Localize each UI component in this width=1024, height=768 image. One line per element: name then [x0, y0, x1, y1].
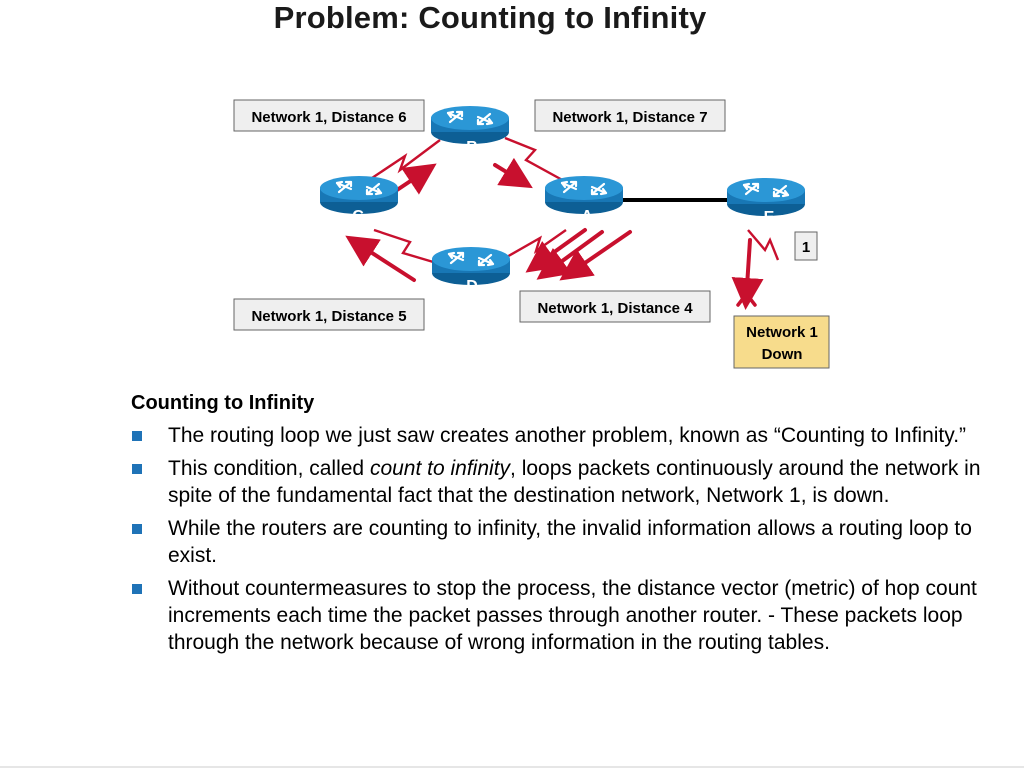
slide-title: Problem: Counting to Infinity [273, 0, 707, 35]
serial-link-c-b [371, 139, 441, 179]
bullet-text: Without countermeasures to stop the proc… [168, 577, 977, 654]
bullet-item: The routing loop we just saw creates ano… [131, 422, 1001, 449]
bullet-item: While the routers are counting to infini… [131, 515, 1001, 569]
square-bullet-icon [132, 464, 142, 474]
network-down-box [733, 315, 830, 369]
distance-box-b [233, 99, 425, 132]
distance-box-d [519, 290, 711, 323]
update-arrow-a-to-d-3 [559, 230, 632, 281]
link-metric-box [794, 231, 818, 261]
network-down-line1: Network 1 [746, 324, 818, 341]
bullet-list: The routing loop we just saw creates ano… [131, 422, 1001, 656]
slide-content: Counting to Infinity The routing loop we… [131, 390, 1001, 662]
router-d-label: D [466, 278, 478, 295]
square-bullet-icon [132, 431, 142, 441]
router-b-label: B [466, 139, 478, 156]
router-c-label: C [352, 208, 364, 225]
distance-label-top-right: Network 1, Distance 7 [552, 109, 707, 126]
link-metric-label: 1 [802, 239, 810, 256]
bottom-divider [0, 766, 1024, 768]
distance-label-b: Network 1, Distance 6 [251, 109, 406, 126]
update-arrow-d-to-c [345, 235, 416, 282]
square-bullet-icon [132, 584, 142, 594]
bullet-text-before: This condition, called [168, 457, 370, 480]
serial-link-c-d [373, 228, 441, 266]
distance-label-c: Network 1, Distance 5 [251, 308, 406, 325]
router-a-label: A [581, 208, 593, 225]
bullet-item: This condition, called count to infinity… [131, 455, 1001, 509]
section-heading: Counting to Infinity [131, 392, 315, 414]
bullet-emphasis: count to infinity [369, 457, 511, 480]
serial-link-b-a [504, 136, 567, 184]
distance-label-d: Network 1, Distance 4 [537, 300, 693, 317]
router-e-label: E [764, 209, 775, 226]
bullet-text-after: , loops packets continuously around the … [168, 457, 981, 507]
broken-link-x-icon-stroke [736, 281, 757, 307]
bullet-item: Without countermeasures to stop the proc… [131, 575, 1001, 656]
network-diagram: B C A D E Network 1, Distance 6 Network … [233, 99, 830, 369]
distance-box-c [233, 298, 425, 331]
square-bullet-icon [132, 524, 142, 534]
update-arrow-b-to-a [493, 157, 533, 189]
bullet-text: The routing loop we just saw creates ano… [168, 424, 967, 447]
distance-box-top-right [534, 99, 726, 132]
bullet-text: While the routers are counting to infini… [168, 517, 972, 567]
serial-link-d-a [504, 229, 567, 260]
network-down-line2: Down [762, 346, 803, 363]
serial-link-e-network [747, 229, 780, 261]
